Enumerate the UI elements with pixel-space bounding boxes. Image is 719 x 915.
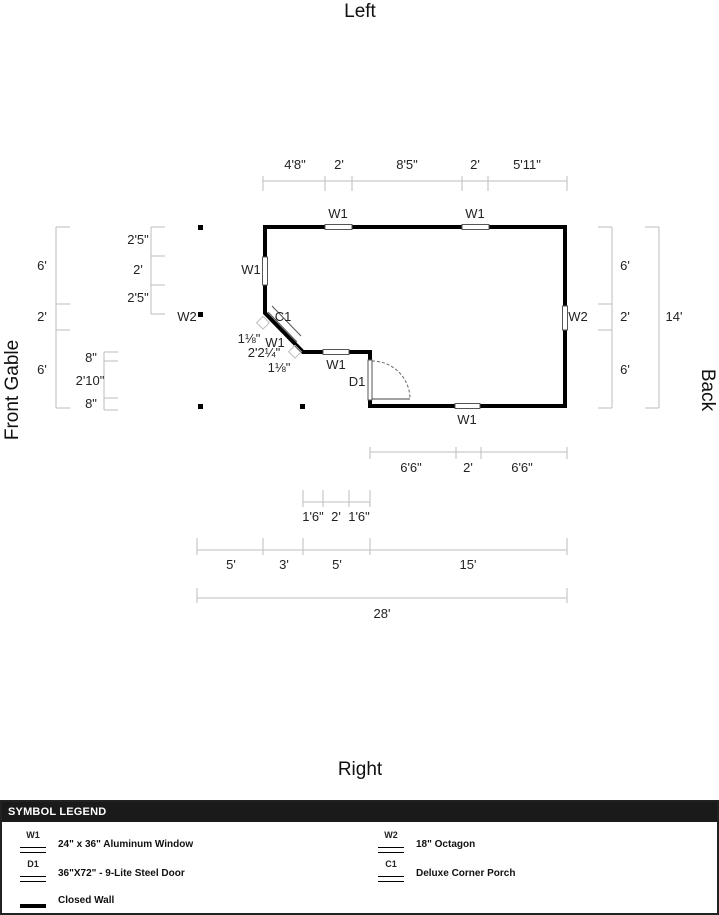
window-w1-top-a — [324, 224, 353, 230]
legend-code: C1 — [385, 859, 397, 869]
corner-dim-label: 2'2¼" — [248, 345, 281, 360]
window-w2-right — [562, 305, 568, 331]
porch-symbol-icon: C1 — [374, 859, 408, 885]
tag-w1: W1 — [326, 357, 346, 372]
legend-item-w1: W1 24" x 36" Aluminum Window — [16, 830, 194, 856]
dim-label: 6' — [37, 258, 47, 273]
dim-label: 2' — [470, 157, 480, 172]
legend-title: SYMBOL LEGEND — [2, 802, 717, 822]
porch-post — [198, 404, 203, 409]
corner-porch-c1 — [267, 305, 302, 343]
dim-label: 2' — [463, 460, 473, 475]
side-label-bottom: Right — [338, 759, 383, 780]
tag-w1: W1 — [465, 206, 485, 221]
legend-item-c1: C1 Deluxe Corner Porch — [374, 859, 516, 885]
bottom-right-dimension: 6'6" 2' 6'6" — [369, 447, 568, 475]
dim-label: 15' — [460, 557, 477, 572]
left-inner-bottom-dimension: 8" 2'10" 8" — [76, 350, 118, 411]
floor-plan: Left Right Front Gable Back 4'8" 2' 8'5"… — [2, 1, 718, 780]
legend-item-closed-wall: Closed Wall — [16, 888, 114, 912]
corner-dim-label: 1⅛" — [268, 360, 291, 375]
tag-w2: W2 — [568, 309, 588, 324]
wall-symbol-icon — [16, 888, 50, 912]
dim-label: 2' — [37, 309, 47, 324]
top-dimension: 4'8" 2' 8'5" 2' 5'11" — [262, 157, 568, 191]
dim-label: 2'5" — [127, 232, 149, 247]
dim-label: 3' — [279, 557, 289, 572]
legend-item-d1: D1 36"X72" - 9-Lite Steel Door — [16, 859, 185, 885]
window-w1-left — [262, 256, 268, 286]
tag-w1: W1 — [328, 206, 348, 221]
window-symbol-icon: W1 — [16, 830, 50, 856]
dim-label: 6' — [37, 362, 47, 377]
dim-label: 5' — [332, 557, 342, 572]
dim-label: 8" — [85, 350, 97, 365]
total-dimension: 28' — [196, 588, 568, 621]
window-w1-bottom — [454, 403, 481, 409]
dim-label: 6'6" — [511, 460, 533, 475]
porch-post — [198, 312, 203, 317]
side-label-left: Front Gable — [2, 340, 23, 440]
porch-post — [300, 404, 305, 409]
porch-front-dimension: 1'6" 2' 1'6" — [302, 490, 371, 524]
dim-label: 2' — [620, 309, 630, 324]
tag-c1: C1 — [275, 309, 292, 324]
window-w1-top-b — [461, 224, 490, 230]
legend-text: Closed Wall — [58, 894, 115, 906]
dim-label: 2' — [331, 509, 341, 524]
legend-code: D1 — [27, 859, 39, 869]
dim-label: 1'6" — [302, 509, 324, 524]
dim-label: 8'5" — [396, 157, 418, 172]
window-symbol-icon: W2 — [374, 830, 408, 856]
dim-label: 1'6" — [348, 509, 370, 524]
dim-label: 14' — [666, 309, 683, 324]
dim-label: 2' — [334, 157, 344, 172]
tag-d1: D1 — [349, 374, 366, 389]
corner-dim-label: 1⅛" — [238, 331, 261, 346]
tag-w2: W2 — [177, 309, 197, 324]
door-d1 — [367, 359, 411, 401]
dim-label: 6'6" — [400, 460, 422, 475]
symbol-legend: SYMBOL LEGEND W1 24" x 36" Aluminum Wind… — [0, 800, 719, 915]
legend-text: 36"X72" - 9-Lite Steel Door — [58, 867, 185, 879]
dim-label: 5'11" — [513, 157, 541, 172]
right-inner-dimension: 6' 2' 6' — [598, 226, 630, 409]
dim-label: 28' — [374, 606, 391, 621]
tag-w1: W1 — [265, 335, 285, 350]
tag-w1: W1 — [457, 412, 477, 427]
door-symbol-icon: D1 — [16, 859, 50, 885]
legend-text: 24" x 36" Aluminum Window — [58, 838, 194, 850]
dim-label: 2' — [133, 262, 143, 277]
legend-text: 18" Octagon — [416, 838, 476, 850]
dim-label: 4'8" — [284, 157, 306, 172]
legend-text: Deluxe Corner Porch — [416, 867, 516, 879]
tag-w1: W1 — [241, 262, 261, 277]
dim-label: 2'5" — [127, 290, 149, 305]
side-label-right: Back — [697, 369, 718, 412]
building-walls — [263, 225, 567, 408]
legend-code: W2 — [384, 830, 398, 840]
porch-post — [198, 225, 203, 230]
dim-label: 6' — [620, 362, 630, 377]
bottom-outer-dimension: 5' 3' 5' 15' — [196, 538, 568, 572]
left-inner-top-dimension: 2'5" 2' 2'5" — [127, 226, 165, 315]
side-label-top: Left — [344, 1, 376, 22]
dim-label: 5' — [226, 557, 236, 572]
window-w1-porch — [322, 349, 350, 355]
dim-label: 8" — [85, 396, 97, 411]
right-total-dimension: 14' — [645, 226, 683, 409]
dim-label: 6' — [620, 258, 630, 273]
corner-detail — [255, 315, 303, 359]
dim-label: 2'10" — [76, 373, 105, 388]
left-outer-dimension: 6' 2' 6' — [37, 226, 70, 409]
legend-item-w2: W2 18" Octagon — [374, 830, 476, 856]
legend-code: W1 — [26, 830, 40, 840]
